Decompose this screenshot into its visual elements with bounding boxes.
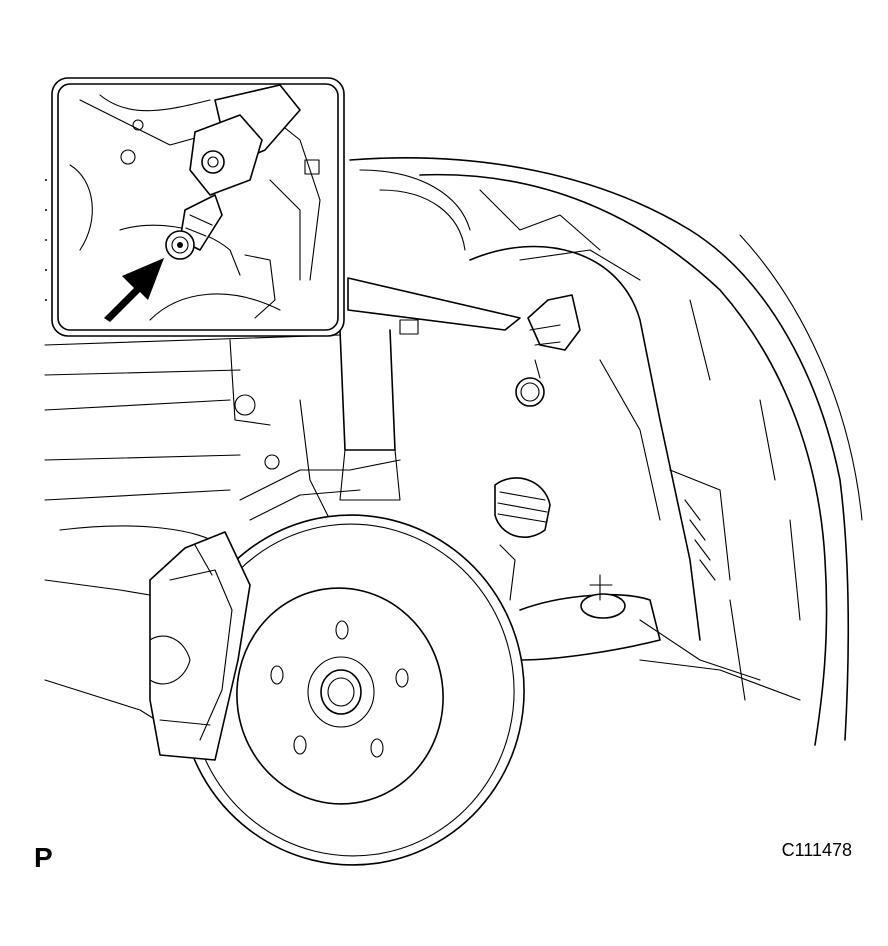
figure-code: C111478 — [781, 840, 852, 860]
callout-detail-content — [70, 85, 320, 322]
speed-sensor-main — [516, 295, 580, 406]
lower-control-arm — [520, 575, 800, 700]
steering-knuckle — [240, 460, 400, 520]
corner-label: P — [34, 842, 53, 873]
pointer-arrow-icon — [104, 258, 164, 322]
brake-caliper — [150, 532, 250, 760]
brake-rotor — [157, 493, 546, 887]
fender-arch — [350, 158, 862, 745]
inner-fender-liner — [470, 190, 760, 680]
strut-body — [300, 170, 470, 520]
detail-callout — [52, 78, 520, 336]
drive-shaft-boot — [495, 478, 550, 600]
edge-marks — [45, 179, 47, 301]
